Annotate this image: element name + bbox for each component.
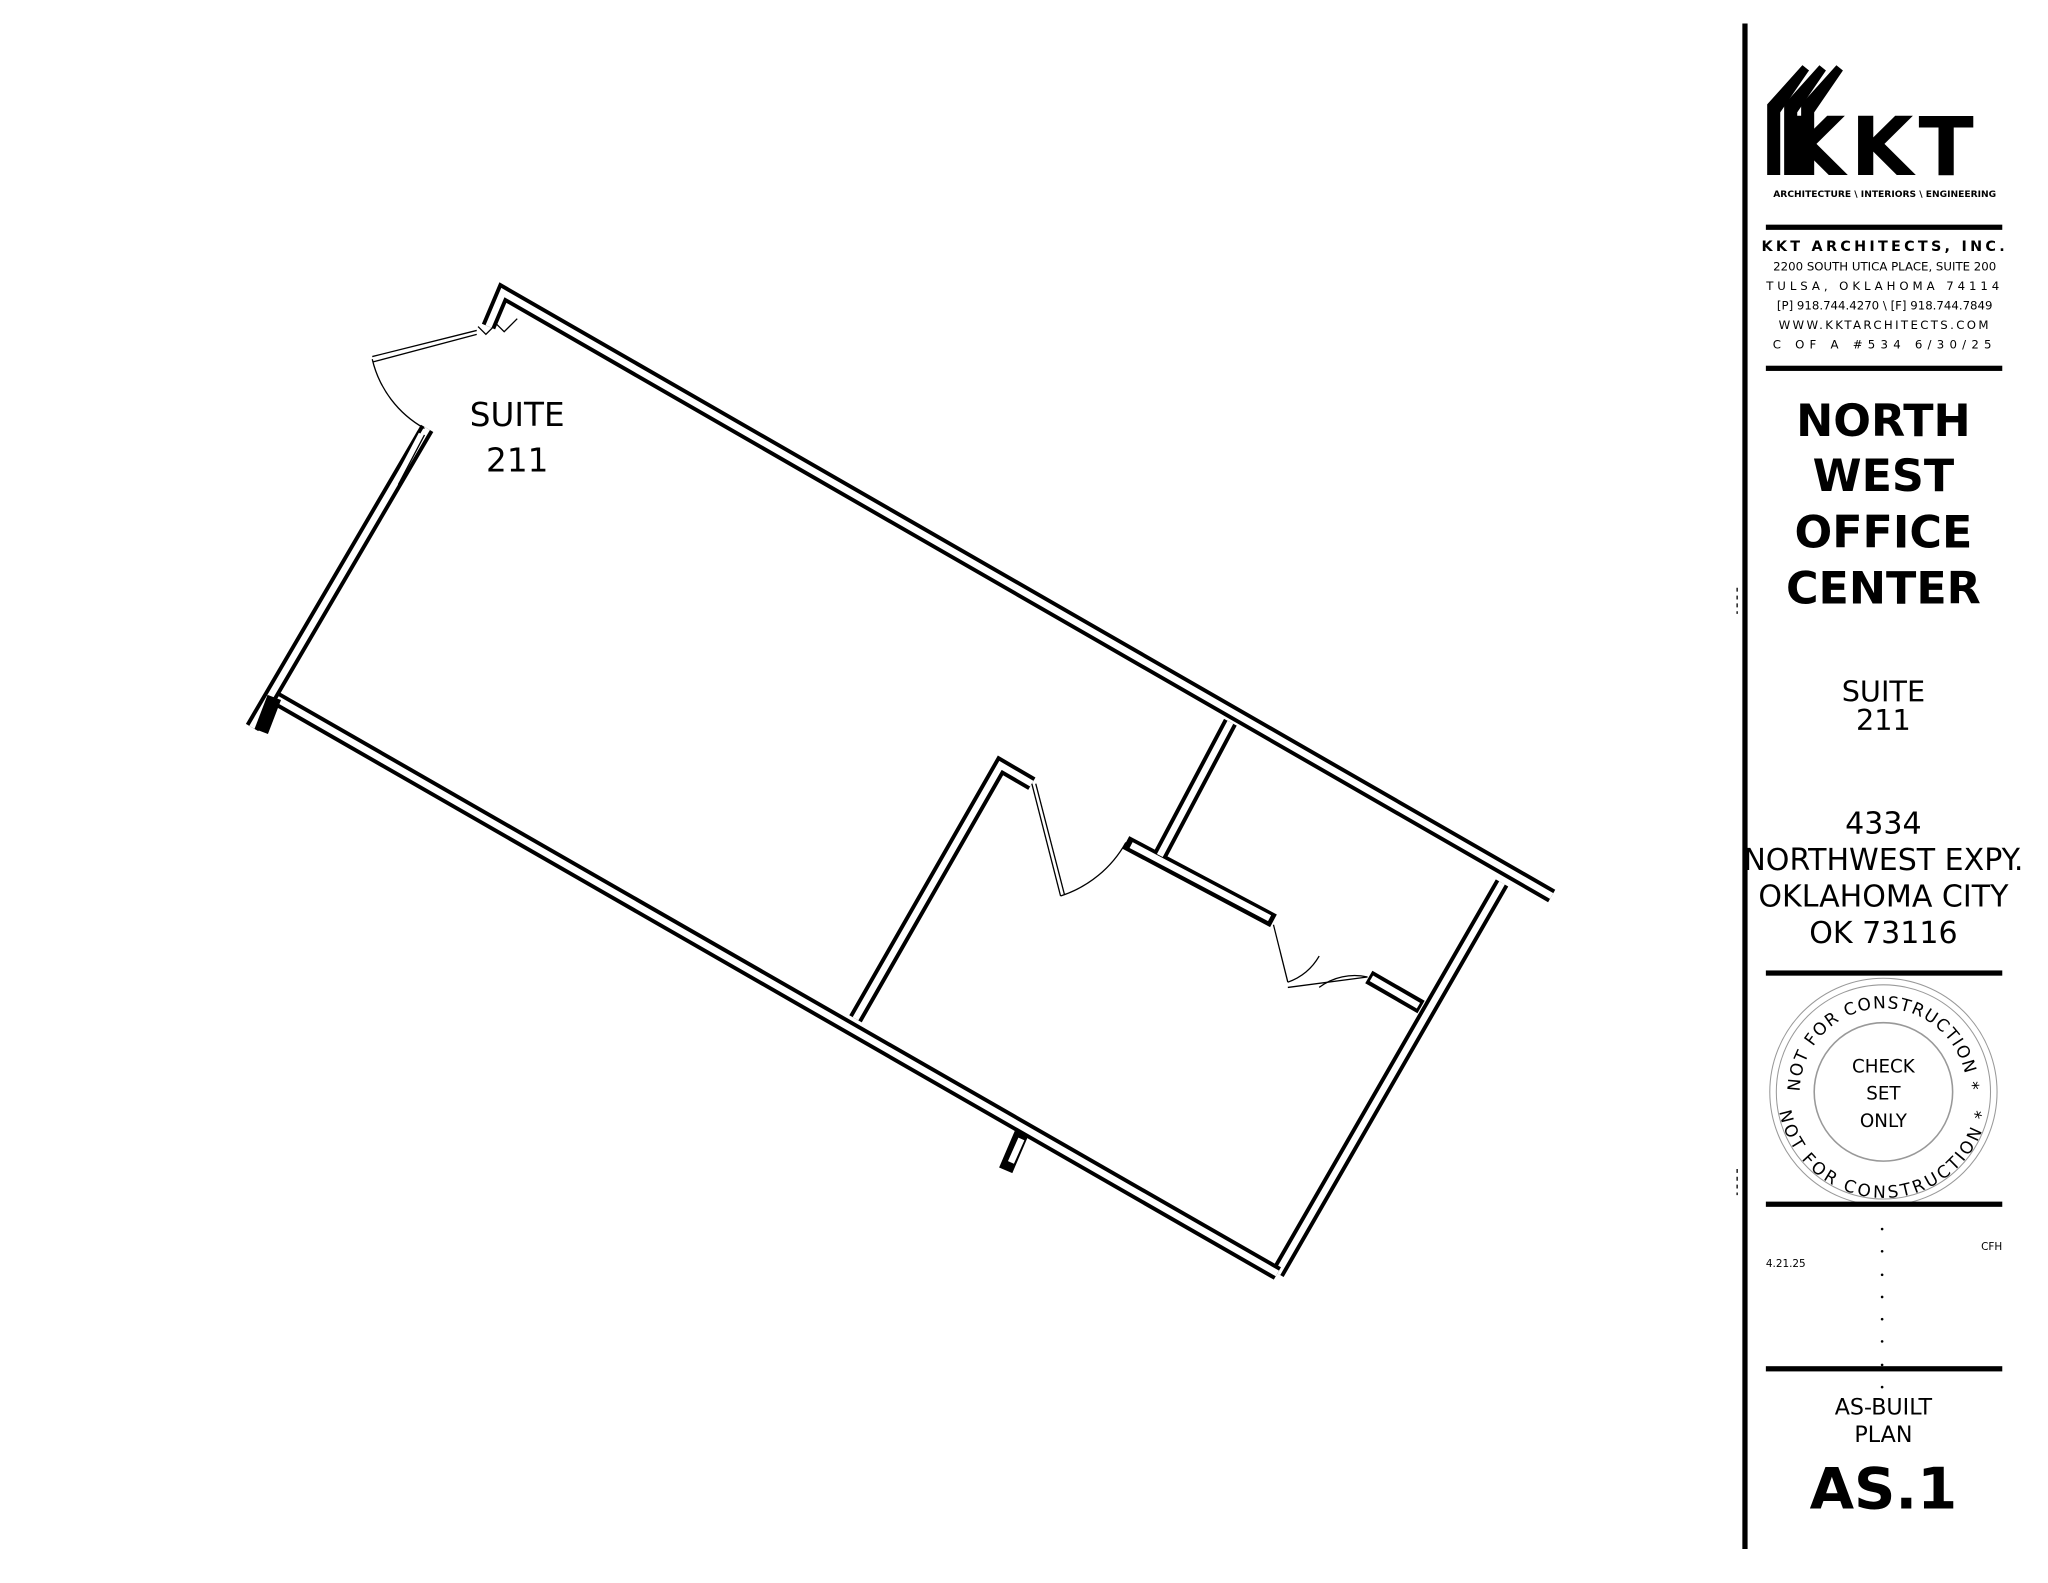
room-label: SUITE — [470, 396, 565, 434]
suite-number: 211 — [1856, 703, 1911, 737]
site-address: 4334 NORTHWEST EXPY. OKLAHOMA CITY OK 73… — [1743, 806, 2023, 951]
issue-date: 4.21.25 — [1766, 1258, 1806, 1270]
suite-label: SUITE — [1842, 674, 1925, 708]
exterior-walls — [245, 282, 1556, 1280]
divider — [1765, 1366, 2003, 1372]
svg-text:CHECK: CHECK — [1852, 1056, 1916, 1077]
svg-text:KKT: KKT — [1783, 101, 1979, 195]
svg-text:ONLY: ONLY — [1860, 1111, 1908, 1132]
floor-plan: SUITE 211 — [245, 282, 1556, 1280]
room-number: 211 — [486, 442, 548, 480]
firm-cert: C OF A #534 6/30/25 — [1773, 338, 1997, 352]
svg-text:NORTHWEST EXPY.: NORTHWEST EXPY. — [1743, 843, 2023, 878]
svg-text:OFFICE: OFFICE — [1795, 507, 1973, 558]
sheet-title-1: AS-BUILT — [1835, 1395, 1933, 1421]
sheet-title-2: PLAN — [1854, 1422, 1912, 1448]
tagline: ARCHITECTURE \ INTERIORS \ ENGINEERING — [1773, 190, 1996, 200]
not-for-construction-stamp: NOT FOR CONSTRUCTION * NOT FOR CONSTRUCT… — [1769, 977, 1998, 1207]
divider — [1765, 1201, 2003, 1207]
drawn-by: CFH — [1981, 1241, 2002, 1253]
firm-website: WWW.KKTARCHITECTS.COM — [1779, 318, 1991, 332]
svg-text:4334: 4334 — [1845, 806, 1921, 841]
firm-phone: [P] 918.744.4270 \ [F] 918.744.7849 — [1777, 299, 1993, 313]
firm-address-1: 2200 SOUTH UTICA PLACE, SUITE 200 — [1773, 259, 1996, 273]
svg-text:SET: SET — [1866, 1084, 1901, 1105]
interior-walls — [849, 718, 1425, 1023]
revision-dots — [1880, 1227, 1884, 1389]
kkt-logo: KKT — [1767, 65, 1979, 195]
svg-text:OKLAHOMA CITY: OKLAHOMA CITY — [1758, 879, 2009, 914]
divider — [1765, 365, 2003, 371]
sheet-number: AS.1 — [1810, 1456, 1958, 1523]
doors — [371, 329, 1368, 989]
svg-text:WEST: WEST — [1813, 451, 1955, 502]
window — [391, 430, 426, 485]
project-name: NORTH WEST OFFICE CENTER — [1786, 396, 1981, 614]
divider — [1765, 970, 2003, 976]
svg-text:CENTER: CENTER — [1786, 563, 1981, 614]
title-block: KKT ARCHITECTURE \ INTERIORS \ ENGINEERI… — [1736, 23, 2023, 1550]
svg-text:OK 73116: OK 73116 — [1809, 916, 1957, 951]
divider — [1765, 224, 2003, 230]
svg-text:NORTH: NORTH — [1796, 396, 1971, 447]
firm-address-2: TULSA, OKLAHOMA 74114 — [1765, 279, 2003, 293]
firm-name: KKT ARCHITECTS, INC. — [1761, 239, 2008, 255]
